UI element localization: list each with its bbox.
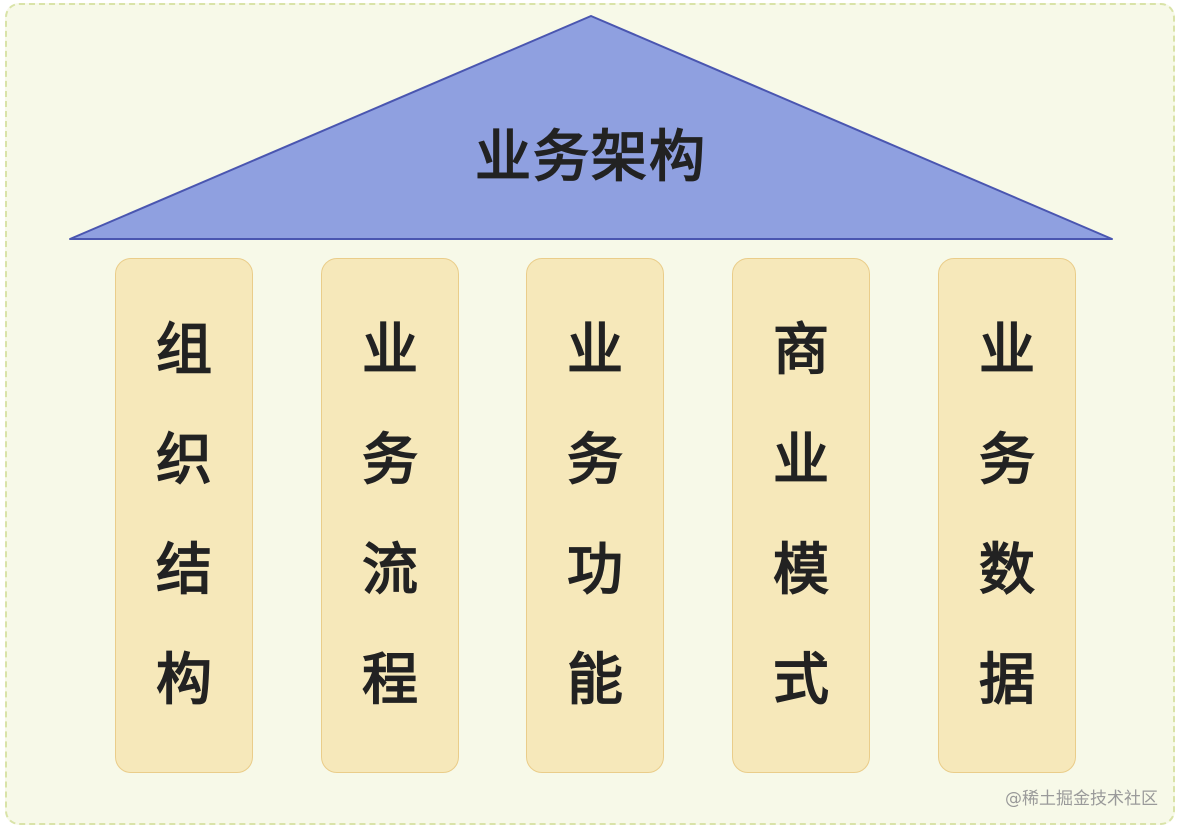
roof-triangle <box>69 15 1113 240</box>
pillar-char: 商 <box>773 317 829 383</box>
pillar-char: 业 <box>979 317 1035 383</box>
pillar-char: 流 <box>362 537 418 603</box>
pillar-char: 织 <box>156 427 212 493</box>
pillar-char: 能 <box>567 647 623 713</box>
pillar-char: 业 <box>362 317 418 383</box>
pillar-business-process: 业 务 流 程 <box>321 258 459 773</box>
pillar-business-data: 业 务 数 据 <box>938 258 1076 773</box>
pillar-business-model: 商 业 模 式 <box>732 258 870 773</box>
pillar-char: 式 <box>773 647 829 713</box>
pillar-char: 组 <box>156 317 212 383</box>
pillar-char: 务 <box>979 427 1035 493</box>
pillar-char: 务 <box>362 427 418 493</box>
pillar-business-function: 业 务 功 能 <box>526 258 664 773</box>
pillar-char: 程 <box>362 647 418 713</box>
pillar-char: 数 <box>979 537 1035 603</box>
pillar-char: 务 <box>567 427 623 493</box>
roof-title: 业务架构 <box>475 125 707 190</box>
pillar-char: 结 <box>156 537 212 603</box>
pillar-char: 业 <box>567 317 623 383</box>
pillar-char: 业 <box>773 427 829 493</box>
pillar-organization-structure: 组 织 结 构 <box>115 258 253 773</box>
pillar-char: 构 <box>156 647 212 713</box>
pillar-char: 功 <box>567 537 623 603</box>
watermark: @稀土掘金技术社区 <box>1005 789 1158 809</box>
pillar-char: 据 <box>979 647 1035 713</box>
pillar-char: 模 <box>773 537 829 603</box>
